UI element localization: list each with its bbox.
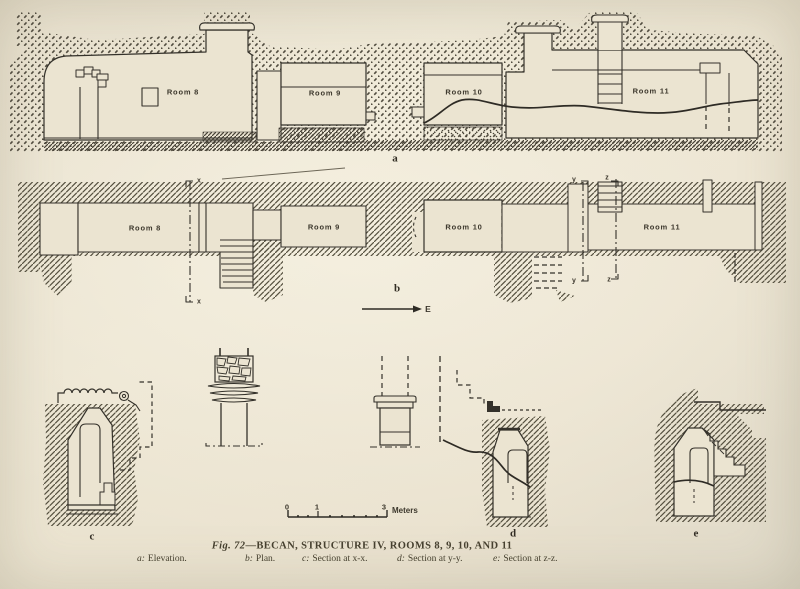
caption-item-b: b:Plan. bbox=[245, 554, 276, 564]
plan-room9-label: Room 9 bbox=[307, 222, 341, 232]
elevation-room8-label: Room 8 bbox=[166, 87, 200, 97]
plan-room11-label: Room 11 bbox=[643, 222, 681, 232]
plan-room8-label: Room 8 bbox=[128, 223, 162, 233]
debris-line bbox=[423, 98, 759, 124]
section-line-x bbox=[185, 180, 193, 303]
panel-label-c: c bbox=[89, 530, 95, 543]
panel-label-d: d bbox=[509, 527, 517, 540]
figure-number: Fig. 72 bbox=[211, 540, 246, 552]
panel-label-e: e bbox=[693, 527, 699, 540]
figure-caption-title: Fig. 72—BECAN, STRUCTURE IV, ROOMS 8, 9,… bbox=[211, 540, 513, 552]
section-line-z bbox=[611, 179, 619, 280]
caption-item-a: a:Elevation. bbox=[137, 554, 187, 564]
section-line-y bbox=[581, 180, 589, 282]
panel-label-b: b bbox=[393, 282, 401, 295]
masonry-column-detail bbox=[205, 348, 263, 447]
scale-unit-label: Meters bbox=[392, 506, 418, 515]
plan-room10-label: Room 10 bbox=[445, 222, 483, 232]
east-label: E bbox=[425, 303, 431, 314]
marker-y-top: y bbox=[572, 176, 576, 184]
room8-niche bbox=[141, 87, 159, 107]
marker-x-top: x bbox=[197, 177, 201, 185]
elevation-room11-label: Room 11 bbox=[632, 86, 670, 96]
caption-item-d: d:Section at y-y. bbox=[397, 554, 463, 564]
section-e-drawing bbox=[654, 388, 766, 522]
east-arrow bbox=[362, 305, 422, 313]
elevation-ladder bbox=[597, 22, 623, 104]
scale-1-label: 1 bbox=[314, 502, 320, 512]
scale-3-label: 3 bbox=[381, 502, 387, 512]
caption-item-c: c:Section at x-x. bbox=[302, 554, 368, 564]
marker-z-top: z bbox=[605, 174, 609, 182]
marker-y-bottom: y bbox=[572, 277, 576, 285]
scale-0-label: 0 bbox=[284, 502, 290, 512]
plan-stairs bbox=[220, 239, 253, 283]
section-d-drawing bbox=[439, 356, 550, 527]
marker-x-bottom: x bbox=[197, 298, 201, 306]
section-c-drawing bbox=[43, 381, 153, 526]
plan-drawing bbox=[18, 167, 786, 313]
elevation-drawing bbox=[10, 12, 782, 152]
elevation-room9-label: Room 9 bbox=[308, 88, 342, 98]
altar-detail bbox=[370, 356, 420, 448]
panel-label-a: a bbox=[392, 152, 398, 165]
marker-z-bottom: z bbox=[607, 276, 611, 284]
elevation-room10-label: Room 10 bbox=[445, 87, 483, 97]
caption-item-e: e:Section at z-z. bbox=[493, 554, 558, 564]
plan-hidden-stairs bbox=[534, 253, 736, 289]
debris-line-d bbox=[442, 439, 531, 488]
scale-bar bbox=[287, 510, 388, 518]
